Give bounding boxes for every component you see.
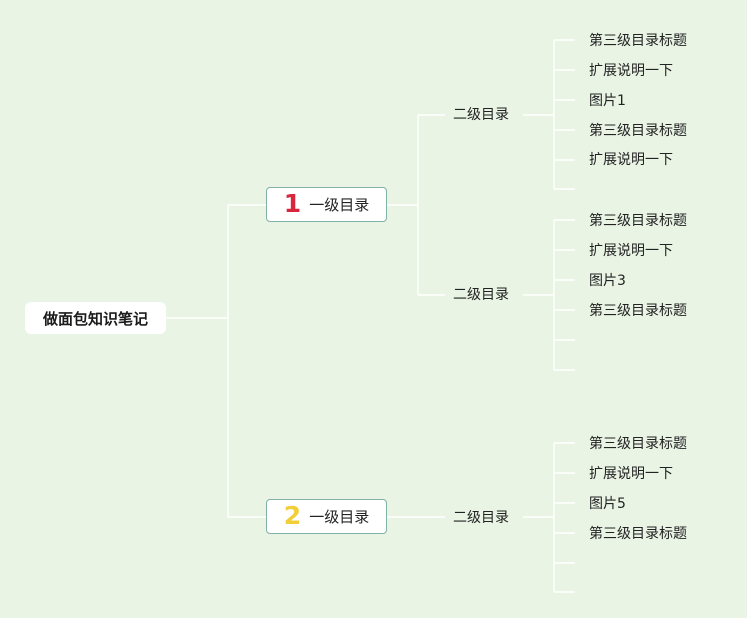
level1-topic-1[interactable]: 1 一级目录 xyxy=(266,187,387,222)
number-1-icon: 1 xyxy=(283,189,302,218)
level1-topic-label: 一级目录 xyxy=(309,196,370,214)
level3-topic[interactable]: 第三级目录标题 xyxy=(589,33,687,49)
root-topic[interactable]: 做面包知识笔记 xyxy=(25,302,166,334)
level3-topic[interactable]: 第三级目录标题 xyxy=(589,436,687,452)
level3-topic[interactable]: 图片1 xyxy=(589,93,626,109)
level3-topic[interactable]: 第三级目录标题 xyxy=(589,123,687,139)
level2-topic[interactable]: 二级目录 xyxy=(453,510,509,526)
level3-topic[interactable]: 第三级目录标题 xyxy=(589,526,687,542)
level3-topic[interactable]: 图片3 xyxy=(589,273,626,289)
level1-topic-2[interactable]: 2 一级目录 xyxy=(266,499,387,534)
level3-topic[interactable]: 扩展说明一下 xyxy=(589,152,673,168)
level3-topic[interactable]: 扩展说明一下 xyxy=(589,466,673,482)
level3-topic[interactable]: 扩展说明一下 xyxy=(589,243,673,259)
level3-topic[interactable]: 第三级目录标题 xyxy=(589,303,687,319)
number-2-icon: 2 xyxy=(283,501,302,530)
level3-topic[interactable]: 第三级目录标题 xyxy=(589,213,687,229)
level2-topic[interactable]: 二级目录 xyxy=(453,107,509,123)
level1-topic-label: 一级目录 xyxy=(309,508,370,526)
level3-topic[interactable]: 图片5 xyxy=(589,496,626,512)
root-topic-label: 做面包知识笔记 xyxy=(42,309,148,328)
level3-topic[interactable]: 扩展说明一下 xyxy=(589,63,673,79)
level2-topic[interactable]: 二级目录 xyxy=(453,287,509,303)
